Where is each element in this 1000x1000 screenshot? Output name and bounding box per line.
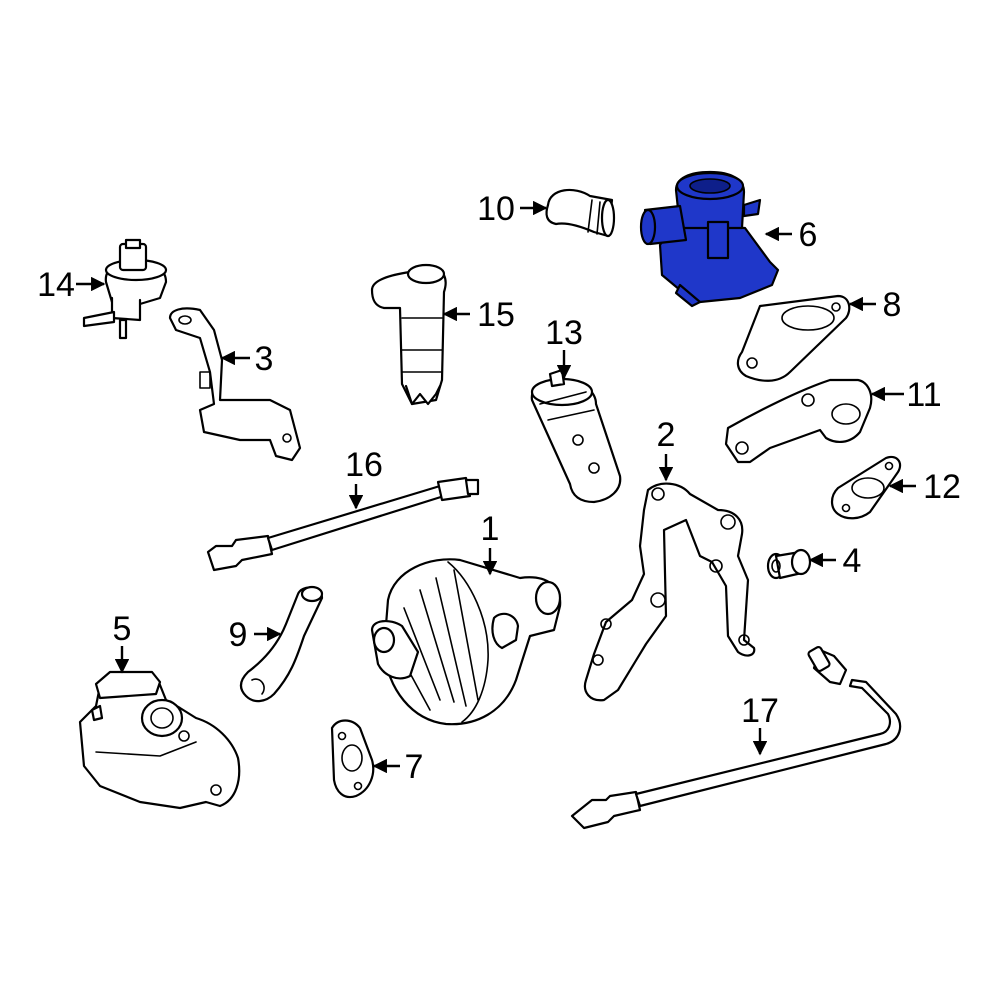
leader-lines xyxy=(76,200,916,774)
part-6-valve-highlighted[interactable] xyxy=(639,170,780,308)
callout-11: 11 xyxy=(906,376,941,414)
part-4-bolt[interactable] xyxy=(766,548,812,580)
callout-6: 6 xyxy=(799,216,818,254)
part-2-bracket[interactable] xyxy=(583,482,756,702)
part-3-bracket[interactable] xyxy=(168,307,302,462)
callout-labels: 1 2 3 4 5 6 7 8 9 10 11 12 13 14 15 16 1… xyxy=(37,190,961,786)
callout-7: 7 xyxy=(405,748,424,786)
callout-15: 15 xyxy=(477,296,515,334)
part-11-flange[interactable] xyxy=(724,378,873,464)
callout-17: 17 xyxy=(741,692,779,730)
part-12-gasket[interactable] xyxy=(830,455,902,520)
part-10-hose[interactable] xyxy=(545,188,616,238)
callout-1: 1 xyxy=(481,510,500,548)
part-14-switch[interactable] xyxy=(82,238,168,340)
part-5-valve[interactable] xyxy=(78,670,241,810)
part-16-rod[interactable] xyxy=(206,476,480,572)
callout-2: 2 xyxy=(657,416,676,454)
part-8-gasket[interactable] xyxy=(736,294,851,382)
part-17-sensor[interactable] xyxy=(570,645,902,830)
callout-4: 4 xyxy=(843,542,862,580)
part-1-pump[interactable] xyxy=(370,558,562,726)
callout-8: 8 xyxy=(883,286,902,324)
callout-9: 9 xyxy=(229,616,248,654)
callout-16: 16 xyxy=(345,446,383,484)
callout-3: 3 xyxy=(255,340,274,378)
part-9-hose[interactable] xyxy=(239,585,324,703)
callout-5: 5 xyxy=(113,610,132,648)
callout-14: 14 xyxy=(37,266,75,304)
callout-12: 12 xyxy=(923,468,961,506)
part-15-sensor[interactable] xyxy=(370,263,447,406)
part-13-filter[interactable] xyxy=(530,368,622,504)
callout-10: 10 xyxy=(477,190,515,228)
callout-13: 13 xyxy=(545,314,583,352)
part-7-gasket[interactable] xyxy=(330,719,375,799)
